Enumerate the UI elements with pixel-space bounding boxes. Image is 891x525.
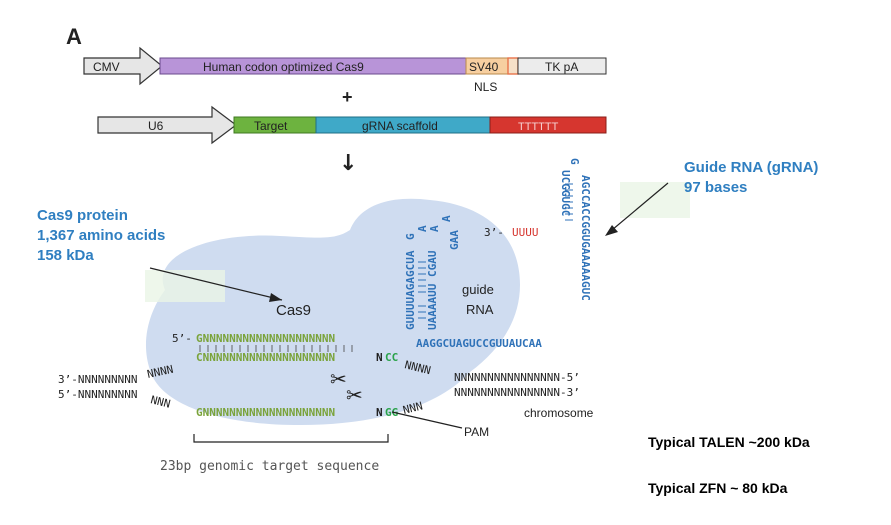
down-arrow-icon: ↓	[339, 151, 357, 176]
target-strand-cc: CC	[385, 351, 398, 364]
cas9-protein-blob	[145, 198, 521, 425]
right-dna-bottom: NNNNNNNNNNNNNNNN-3’	[454, 386, 580, 399]
cas9-callout-line3: 158 kDa	[37, 247, 94, 264]
rna-horizontal-seq: AAGGCUAGUCCGUUAUCAA	[416, 337, 542, 350]
rna-stem-1: GUUUUAGAGCUA	[404, 250, 417, 330]
cas9-callout-arrow	[149, 267, 283, 301]
grna-callout-line2: 97 bases	[684, 179, 748, 196]
pam-label: PAM	[464, 425, 489, 439]
cas9-callout-line1: Cas9 protein	[37, 207, 128, 224]
three-prime-label: 3’-	[484, 226, 504, 239]
right-dna-top: NNNNNNNNNNNNNNNN-5’	[454, 371, 580, 384]
grna-callout-arrow	[611, 182, 669, 231]
rna-hairpin-right-long: AGCCACCGGUGAAAAAGUC	[579, 175, 592, 301]
left-flank-top: NNNN	[146, 363, 175, 381]
left-dna-bottom: 5’-NNNNNNNNN	[58, 388, 137, 401]
plus-sign: +	[342, 87, 353, 107]
nls-link-box	[507, 57, 519, 75]
guide-label-1: guide	[462, 282, 494, 297]
terminator-label: TTTTTT	[518, 121, 559, 133]
highlight-patch-right	[620, 182, 690, 218]
guide-label-2: RNA	[466, 302, 494, 317]
left-dna-top: 3’-NNNNNNNNN	[58, 373, 137, 386]
nontarget-strand-n: N	[376, 406, 383, 419]
rna-loop-gaa: GAA	[448, 230, 461, 250]
dna-pair-ticks	[199, 345, 353, 352]
rna-loop-a1: A	[416, 225, 429, 232]
u6-promoter-arrow	[97, 105, 237, 145]
grna-callout-arrowhead	[605, 225, 618, 236]
construct-2: U6 Target gRNA scaffold TTTTTT	[97, 105, 607, 145]
nontarget-strand-gg: GG	[385, 406, 399, 419]
rna-hairpin-right-short: UCGGUGC	[559, 170, 572, 216]
rna-stem-2: UAAAAUU CGAU	[426, 250, 439, 330]
target-sequence-label: 23bp genomic target sequence	[160, 459, 379, 474]
chromosome-label: chromosome	[524, 406, 594, 420]
sv40-label: SV40	[469, 60, 499, 74]
rna-hairpin-top-g: G	[568, 158, 581, 165]
highlight-patch-left	[145, 270, 225, 302]
panel-label: A	[66, 24, 82, 49]
pam-pointer-line	[391, 411, 463, 429]
rna-loop-g: G	[404, 233, 417, 240]
cas9-gene-label: Human codon optimized Cas9	[203, 60, 364, 74]
cas9-callout-arrowhead	[269, 293, 282, 302]
construct-1: CMV Human codon optimized Cas9 SV40 TK p…	[83, 46, 607, 94]
target-bracket	[193, 434, 389, 443]
right-flank-top: NNNN	[403, 358, 432, 377]
nls-label: NLS	[474, 80, 497, 94]
tk-pa-box	[517, 57, 607, 75]
rna-pair-ticks	[418, 183, 573, 319]
zfn-size-note: Typical ZFN ~ 80 kDa	[648, 480, 788, 496]
target-label: Target	[254, 119, 288, 133]
uuuu-tail: UUUU	[512, 226, 539, 239]
guide-spacer-seq: GNNNNNNNNNNNNNNNNNNNN	[196, 332, 335, 345]
nontarget-strand-seq: GNNNNNNNNNNNNNNNNNNNN	[196, 406, 335, 419]
guide-five-prime: 5’-	[172, 332, 192, 345]
target-strand-seq: CNNNNNNNNNNNNNNNNNNNN	[196, 351, 335, 364]
scaffold-label: gRNA scaffold	[362, 119, 438, 133]
cmv-promoter-arrow	[83, 46, 163, 86]
left-flank-bottom: NNN	[149, 393, 171, 410]
rna-loop-a2: A	[428, 225, 441, 232]
right-flank-bottom: NNN	[402, 399, 424, 416]
u6-label: U6	[148, 119, 164, 133]
cas9-blob-label: Cas9	[276, 302, 311, 319]
tk-pa-label: TK pA	[545, 60, 578, 74]
scissors-icon-2: ✂	[346, 383, 363, 407]
target-strand-n: N	[376, 351, 383, 364]
cas9-callout-line2: 1,367 amino acids	[37, 227, 166, 244]
terminator-box	[489, 116, 607, 134]
scissors-icon-1: ✂	[330, 367, 347, 391]
grna-callout-line1: Guide RNA (gRNA)	[684, 159, 819, 176]
talen-size-note: Typical TALEN ~200 kDa	[648, 434, 810, 450]
rna-loop-a3: A	[440, 215, 453, 222]
cmv-label: CMV	[93, 60, 120, 74]
